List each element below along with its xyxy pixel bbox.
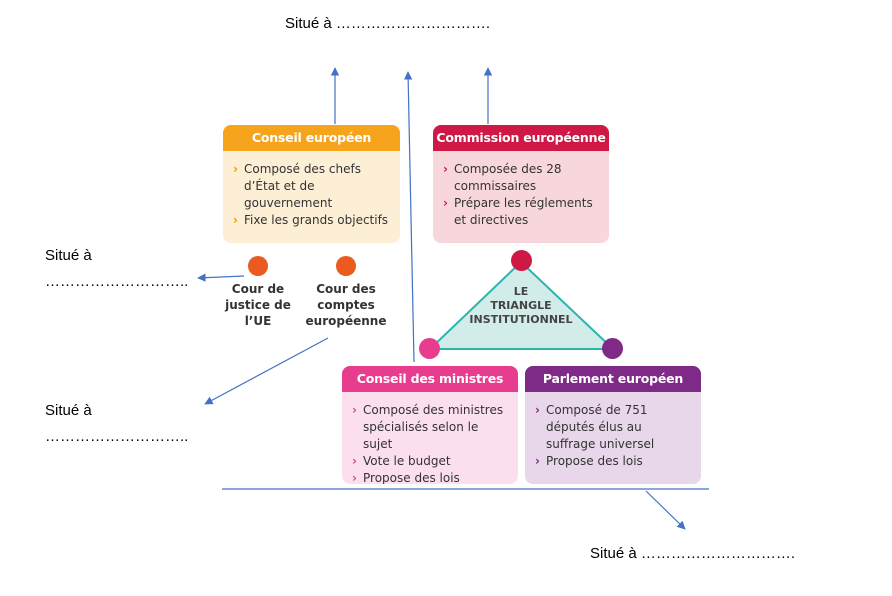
chevron-right-icon: › bbox=[352, 471, 357, 484]
triangle-title-line3: INSTITUTIONNEL bbox=[469, 313, 573, 326]
card-parlement-europeen: Parlement européen ›Composé de 751 déput… bbox=[525, 366, 701, 484]
triangle-vertex-commission bbox=[511, 250, 532, 271]
triangle-title: LE TRIANGLE INSTITUTIONNEL bbox=[461, 285, 581, 327]
list-item: ›Propose des lois bbox=[352, 470, 510, 484]
arrow-conseil-ministres-up bbox=[403, 71, 415, 363]
arrow-cour-justice-left bbox=[197, 273, 245, 282]
cour-comptes-dot bbox=[336, 256, 356, 276]
arrow-baseline-down bbox=[645, 490, 686, 530]
institutional-triangle bbox=[427, 260, 616, 350]
list-item: ›Composée des 28 commissaires bbox=[443, 162, 562, 193]
card-title: Parlement européen bbox=[525, 366, 701, 392]
card-title: Conseil européen bbox=[223, 125, 400, 151]
chevron-right-icon: › bbox=[535, 403, 540, 417]
triangle-vertex-conseil-ministres bbox=[419, 338, 440, 359]
triangle-title-line2: TRIANGLE bbox=[490, 299, 552, 312]
triangle-vertex-parlement bbox=[602, 338, 623, 359]
chevron-right-icon: › bbox=[443, 162, 448, 176]
card-conseil-des-ministres: Conseil des ministres ›Composé des minis… bbox=[342, 366, 518, 484]
chevron-right-icon: › bbox=[443, 196, 448, 210]
arrow-cour-comptes-down bbox=[204, 337, 329, 405]
list-item: ›Fixe les grands objectifs bbox=[233, 213, 389, 227]
situe-label-left-1-dots: ……………………….. bbox=[45, 273, 189, 290]
list-item: ›Composé de 751 députés élus au suffrage… bbox=[535, 403, 655, 451]
chevron-right-icon: › bbox=[352, 403, 357, 417]
situe-label-top: Situé à …………………………. bbox=[285, 15, 491, 32]
chevron-right-icon: › bbox=[233, 213, 238, 227]
situe-label-left-2: Situé à bbox=[45, 402, 92, 419]
cour-justice-label: Cour de justice de l’UE bbox=[225, 282, 291, 328]
list-item: ›Vote le budget bbox=[352, 454, 451, 468]
list-item: ›Composé des ministres spécialisés selon… bbox=[352, 403, 504, 451]
card-commission-europeenne: Commission européenne ›Composée des 28 c… bbox=[433, 125, 609, 243]
chevron-right-icon: › bbox=[535, 454, 540, 468]
list-item: ›Prépare les réglements et directives bbox=[443, 196, 593, 227]
chevron-right-icon: › bbox=[233, 162, 238, 176]
chevron-right-icon: › bbox=[352, 454, 357, 468]
list-item: ›Propose des lois bbox=[535, 454, 643, 468]
card-title: Commission européenne bbox=[433, 125, 609, 151]
cour-comptes-label: Cour des comptes européenne bbox=[305, 282, 387, 328]
situe-label-bottom: Situé à …………………………. bbox=[590, 545, 796, 562]
list-item: ›Composé des chefs d’État et de gouverne… bbox=[233, 162, 361, 210]
card-title: Conseil des ministres bbox=[342, 366, 518, 392]
situe-label-left-2-dots: ……………………….. bbox=[45, 428, 189, 445]
cour-justice-dot bbox=[248, 256, 268, 276]
card-conseil-europeen: Conseil européen ›Composé des chefs d’Ét… bbox=[223, 125, 400, 243]
situe-label-left-1: Situé à bbox=[45, 247, 92, 264]
triangle-title-line1: LE bbox=[513, 285, 529, 298]
